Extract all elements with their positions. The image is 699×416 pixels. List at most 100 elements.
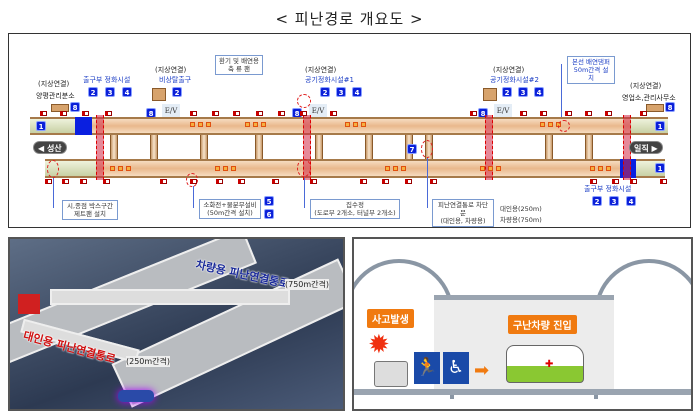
cctv-icon — [630, 179, 637, 184]
ambulance-icon: ✚ — [506, 345, 584, 383]
badge-8: 8 — [70, 102, 80, 112]
ground-link-label: (지상연결) — [493, 66, 525, 74]
shaft-icon — [483, 88, 497, 101]
sales-office-label: 영업소,관리사무소 — [622, 94, 676, 102]
callout-line: (50m간격 설치) — [207, 209, 253, 217]
badge-3: 3 — [609, 196, 619, 206]
fan-highlight — [297, 94, 311, 108]
portal-purification-block — [75, 117, 92, 135]
spacing-250-label: (250m간격) — [126, 356, 171, 367]
hydrant-highlight — [186, 173, 198, 187]
jet-fan-icon — [480, 166, 485, 171]
callout-line: 축 류 팬 — [227, 65, 251, 73]
jetfan-highlight — [47, 160, 59, 178]
cctv-icon — [238, 179, 245, 184]
cctv-icon — [565, 111, 572, 116]
cctv-icon — [330, 111, 337, 116]
cross-passage — [545, 135, 553, 159]
callout-line: 소화전+물분무설비 — [203, 201, 257, 209]
callout-line: 집수정 — [346, 201, 364, 209]
crashed-car-icon — [374, 361, 408, 387]
jet-fan-icon — [598, 166, 603, 171]
cctv-icon — [585, 111, 592, 116]
jet-fan-icon — [110, 166, 115, 171]
cctv-icon — [40, 111, 47, 116]
door-callout: 피난연결통로 차단문(대인용, 차량용) — [432, 199, 494, 227]
cctv-icon — [45, 179, 52, 184]
jet-fan-icon — [345, 122, 350, 127]
elevator-label: E/V — [309, 104, 327, 118]
badge-4: 4 — [352, 87, 362, 97]
badge-1: 1 — [36, 121, 46, 131]
red-cross-icon: ✚ — [545, 359, 554, 370]
wheelchair-icon: ♿ — [443, 352, 469, 384]
jet-fan-icon — [548, 122, 553, 127]
direction-label: 일직 — [634, 144, 649, 153]
fire-truck — [18, 294, 40, 314]
jet-fan-icon — [253, 122, 258, 127]
badge-3: 3 — [105, 87, 115, 97]
leader-line — [53, 178, 54, 208]
vehicle-spacing-label: 차량용(750m) — [500, 216, 542, 224]
building-icon — [646, 104, 664, 112]
cctv-icon — [310, 179, 317, 184]
cctv-icon — [233, 111, 240, 116]
cctv-icon — [105, 111, 112, 116]
jet-fan-icon — [488, 166, 493, 171]
callout-line: 제트팬 설치 — [74, 210, 106, 218]
badge-2: 2 — [320, 87, 330, 97]
cctv-icon — [60, 111, 67, 116]
emergency-exit-label: 비상탈출구 — [159, 76, 192, 84]
callout-line: (대인용, 차량용) — [440, 217, 486, 225]
jet-fan-icon — [245, 122, 250, 127]
jet-fan-icon — [215, 166, 220, 171]
cctv-icon — [300, 111, 307, 116]
cross-passage — [110, 135, 118, 159]
sump-highlight — [297, 159, 311, 177]
direction-seongsan: ◀ 성산 — [33, 141, 67, 154]
cctv-icon — [272, 179, 279, 184]
leader-line — [561, 64, 562, 120]
purification-zone — [96, 115, 104, 180]
badge-7: 7 — [407, 144, 417, 154]
damper-highlight — [558, 120, 570, 132]
badge-2: 2 — [502, 87, 512, 97]
floor — [354, 389, 691, 395]
hydrant-callout: 소화전+물분무설비(50m간격 설치) — [199, 199, 261, 219]
badge-4: 4 — [534, 87, 544, 97]
cctv-icon — [430, 179, 437, 184]
jet-fan-icon — [231, 166, 236, 171]
police-car — [118, 390, 154, 402]
arrow-right-icon: ➡ — [474, 360, 490, 381]
purification-zone — [485, 115, 493, 180]
cross-passage — [365, 135, 373, 159]
ground-link-label: (지상연결) — [305, 66, 337, 74]
jet-fan-icon — [540, 122, 545, 127]
cctv-icon — [605, 111, 612, 116]
person-spacing-label: 대인용(250m) — [500, 205, 542, 213]
exit-purification-label: 출구부 정화시설 — [83, 76, 131, 84]
ground-link-label: (지상연결) — [630, 82, 662, 90]
cctv-icon — [590, 179, 597, 184]
cctv-icon — [612, 179, 619, 184]
spacing-750-label: (750m간격) — [285, 279, 330, 290]
callout-line: 본선 배연댐퍼 — [572, 58, 610, 66]
badge-2: 2 — [592, 196, 602, 206]
callout-line: (도로부 2개소, 터널부 2개소) — [314, 209, 396, 217]
purification-zone — [303, 115, 311, 180]
rescue-entry-tag: 구난차량 진입 — [508, 315, 577, 334]
jet-fan-icon — [223, 166, 228, 171]
direction-iljik: 일직 ▶ — [629, 141, 663, 154]
ground-link-label: (지상연결) — [38, 80, 70, 88]
air-purification-1-label: 공기정화시설#1 — [305, 76, 354, 84]
cctv-icon — [62, 179, 69, 184]
cctv-icon — [660, 179, 667, 184]
cctv-icon — [360, 179, 367, 184]
jet-fan-icon — [198, 122, 203, 127]
badge-1: 1 — [655, 163, 665, 173]
cctv-icon — [216, 179, 223, 184]
cctv-icon — [256, 111, 263, 116]
badge-2: 2 — [172, 87, 182, 97]
cctv-icon — [82, 111, 89, 116]
